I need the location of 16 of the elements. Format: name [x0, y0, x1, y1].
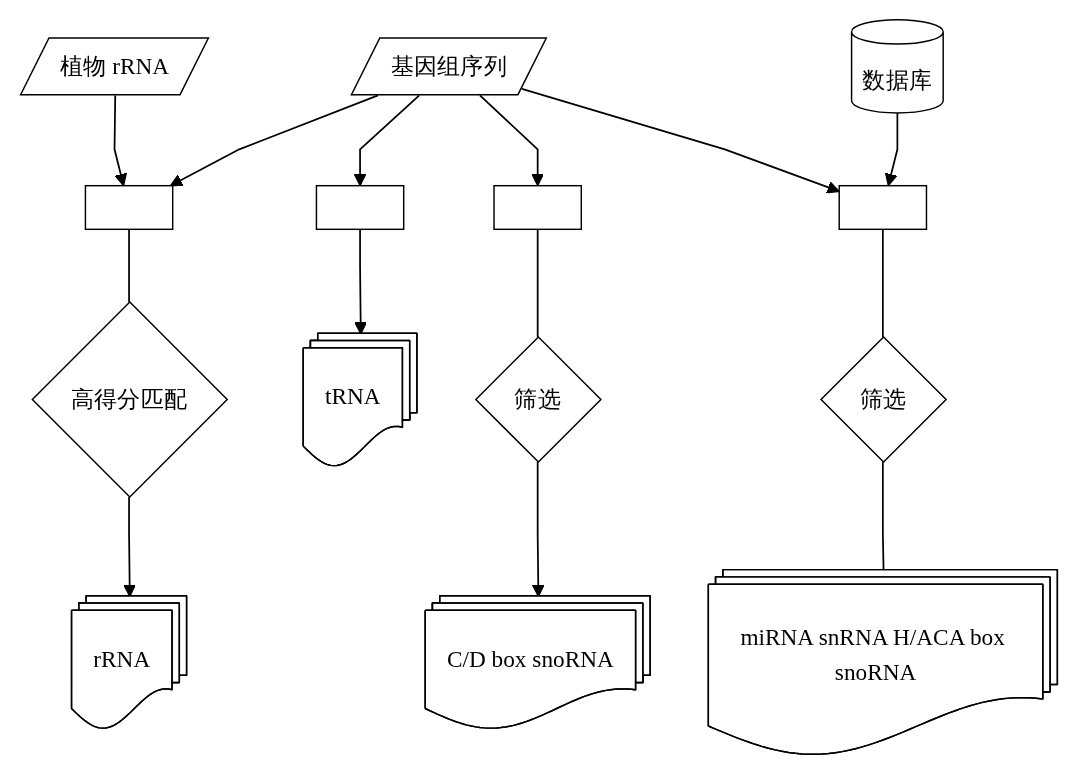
connector [128, 227, 130, 303]
arrow [521, 87, 840, 193]
arrow [353, 94, 421, 186]
node-box [493, 184, 583, 230]
arrow [113, 94, 127, 186]
connector [881, 227, 884, 338]
node-box [838, 184, 928, 230]
arrow [884, 111, 899, 186]
arrow [169, 94, 379, 186]
connector [536, 227, 539, 338]
arrow [479, 94, 545, 186]
node-diamond: 高得分匹配 [31, 300, 229, 498]
node-diamond: 筛选 [474, 335, 602, 463]
node-diamond: 筛选 [820, 335, 948, 463]
node-box [84, 184, 174, 230]
node-box [315, 184, 405, 230]
